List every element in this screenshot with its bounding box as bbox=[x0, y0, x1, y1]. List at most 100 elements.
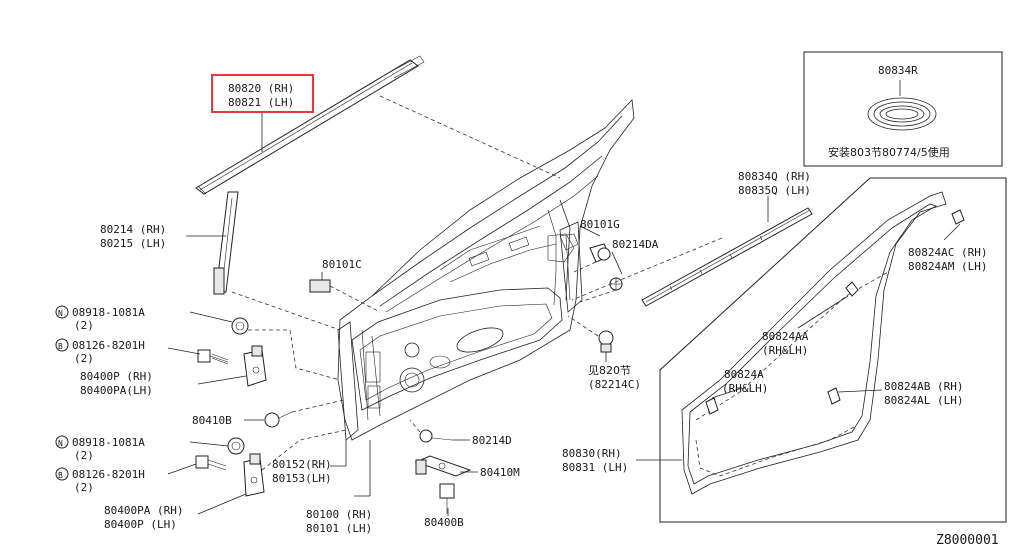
label-82214c: (82214C) bbox=[588, 378, 641, 391]
label-80820: 80820 (RH) bbox=[228, 82, 294, 95]
part-80214d-screw bbox=[419, 429, 453, 443]
marker-n-a: N bbox=[58, 309, 63, 318]
part-80824aa-clip bbox=[845, 281, 859, 297]
dashed-ref-belt bbox=[379, 95, 561, 179]
part-80101c-clip bbox=[309, 279, 331, 293]
label-08126-b: 08126-8201H bbox=[72, 468, 145, 481]
part-82214c-clip bbox=[598, 330, 614, 353]
leader-80214da bbox=[611, 251, 623, 275]
leader-80400p bbox=[197, 375, 247, 385]
marker-n-b: N bbox=[58, 439, 63, 448]
dashed-ref-upper-hinge bbox=[248, 329, 341, 381]
label-80410m: 80410M bbox=[480, 466, 520, 479]
marker-b-a: B bbox=[58, 342, 63, 351]
label-08126-b-qty: (2) bbox=[74, 481, 94, 494]
part-80214da-screw bbox=[609, 277, 623, 291]
label-08126-a-qty: (2) bbox=[74, 352, 94, 365]
upper-hinge-nut bbox=[231, 317, 249, 335]
label-80101c: 80101C bbox=[322, 258, 362, 271]
part-80101g-bumper bbox=[589, 243, 611, 263]
leader-80824aa bbox=[797, 295, 849, 329]
dashed-ref-sash bbox=[231, 291, 341, 331]
label-80824a-side: (RH&LH) bbox=[722, 382, 768, 395]
label-80101: 80101 (LH) bbox=[306, 522, 372, 535]
diagram-id: Z8000001 bbox=[936, 533, 999, 548]
highlight-box-80820 bbox=[211, 74, 314, 113]
latch-side-bracket bbox=[559, 233, 579, 251]
label-80831: 80831 (LH) bbox=[562, 461, 628, 474]
leader-80100 bbox=[354, 440, 371, 497]
label-80834r: 80834R bbox=[878, 64, 918, 77]
dashed-ref-lower-hinge bbox=[261, 429, 347, 471]
dashed-ref-80214d bbox=[409, 419, 421, 433]
leader-80824ab bbox=[837, 389, 883, 393]
front-door-shell bbox=[337, 99, 635, 441]
dashed-ref-80834q bbox=[571, 237, 723, 301]
label-80400p-lh: 80400P (LH) bbox=[104, 518, 177, 531]
label-80214da: 80214DA bbox=[612, 238, 659, 251]
label-08918-a: 08918-1081A bbox=[72, 306, 145, 319]
label-80824al: 80824AL (LH) bbox=[884, 394, 963, 407]
label-80830: 80830(RH) bbox=[562, 447, 622, 460]
label-80400p-rh: 80400P (RH) bbox=[80, 370, 153, 383]
label-08918-b: 08918-1081A bbox=[72, 436, 145, 449]
leader-n08918a bbox=[189, 311, 233, 323]
lower-hinge-part bbox=[243, 453, 265, 497]
dashed-ref-80214da bbox=[579, 289, 617, 303]
leader-b08126b bbox=[167, 463, 197, 475]
dashed-ref-82214c bbox=[567, 315, 599, 337]
part-80410m-check-link bbox=[414, 455, 472, 477]
dashed-ref-80101c bbox=[329, 285, 381, 313]
label-80824aa: 80824AA bbox=[762, 330, 809, 343]
part-80824ac-clip bbox=[951, 209, 965, 225]
marker-b-b: B bbox=[58, 471, 63, 480]
label-80824ab: 80824AB (RH) bbox=[884, 380, 963, 393]
inset-note: 安装803节80774/5使用 bbox=[828, 145, 950, 159]
label-80834q: 80834Q (RH) bbox=[738, 170, 811, 183]
outer-weatherstrip-part bbox=[641, 207, 813, 307]
lower-hinge-nut bbox=[227, 437, 245, 455]
label-80100: 80100 (RH) bbox=[306, 508, 372, 521]
lower-hinge-bolt bbox=[195, 455, 227, 471]
leader-n08918b bbox=[189, 441, 229, 447]
label-80400pa-lh: 80400PA(LH) bbox=[80, 384, 153, 397]
label-80152: 80152(RH) bbox=[272, 458, 332, 471]
part-80824ab-clip bbox=[827, 387, 841, 405]
sash-part-80214 bbox=[213, 191, 239, 295]
label-80214: 80214 (RH) bbox=[100, 223, 166, 236]
label-80824am: 80824AM (LH) bbox=[908, 260, 987, 273]
leader-b08126a bbox=[167, 347, 201, 355]
label-80824aa-side: (RH&LH) bbox=[762, 344, 808, 357]
upper-hinge-part bbox=[243, 345, 267, 387]
circle-b-marker-b bbox=[55, 467, 69, 481]
label-80400pa-rh: 80400PA (RH) bbox=[104, 504, 183, 517]
label-80824a: 80824A bbox=[724, 368, 764, 381]
circle-b-marker-a bbox=[55, 338, 69, 352]
label-80215: 80215 (LH) bbox=[100, 237, 166, 250]
leader-80400pa bbox=[197, 493, 247, 515]
inset-box-80834r bbox=[803, 51, 1003, 167]
label-see-section-820: 见820节 bbox=[588, 364, 631, 377]
label-80153: 80153(LH) bbox=[272, 472, 332, 485]
label-80400b: 80400B bbox=[424, 516, 464, 529]
dashed-ref-80410b bbox=[291, 399, 345, 413]
label-80821: 80821 (LH) bbox=[228, 96, 294, 109]
label-80410b: 80410B bbox=[192, 414, 232, 427]
label-80824ac: 80824AC (RH) bbox=[908, 246, 987, 259]
part-80824a-clip bbox=[705, 397, 719, 415]
leader-80824ac bbox=[943, 223, 961, 241]
label-80101g: 80101G bbox=[580, 218, 620, 231]
upper-hinge-bolt bbox=[197, 349, 229, 365]
label-80214d: 80214D bbox=[472, 434, 512, 447]
seal-group-box bbox=[659, 177, 1007, 523]
leader-80101g bbox=[579, 225, 601, 237]
circle-n-marker-a bbox=[55, 305, 69, 319]
label-08918-a-qty: (2) bbox=[74, 319, 94, 332]
part-80834r-coil bbox=[867, 97, 937, 131]
label-08126-a: 08126-8201H bbox=[72, 339, 145, 352]
label-08918-b-qty: (2) bbox=[74, 449, 94, 462]
leader-80152 bbox=[330, 440, 347, 467]
leader-80824a bbox=[711, 387, 743, 399]
